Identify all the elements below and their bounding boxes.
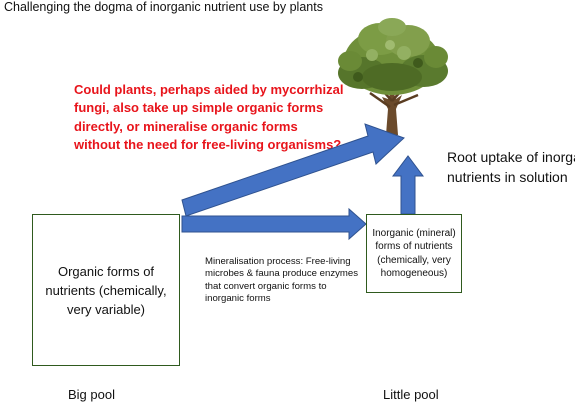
root-uptake-arrow	[392, 155, 424, 215]
root-uptake-label: Root uptake of inorganic nutrients in so…	[447, 149, 575, 185]
organic-pool-label: Organic forms of nutrients (chemically, …	[45, 263, 167, 317]
inorganic-pool-label: Inorganic (mineral) forms of nutrients (…	[372, 227, 456, 279]
mineralisation-description: Mineralisation process: Free-living micr…	[205, 256, 359, 304]
direct-uptake-arrow	[181, 123, 405, 217]
inorganic-pool-box: Inorganic (mineral) forms of nutrients (…	[366, 214, 462, 293]
big-pool-label: Big pool	[68, 387, 115, 402]
mineralisation-arrow	[181, 207, 367, 241]
page-title: Challenging the dogma of inorganic nutri…	[4, 0, 323, 14]
little-pool-label: Little pool	[383, 387, 439, 402]
tree-image	[338, 18, 448, 135]
research-question: Could plants, perhaps aided by mycorrhiz…	[74, 82, 344, 153]
organic-pool-box: Organic forms of nutrients (chemically, …	[32, 214, 180, 366]
